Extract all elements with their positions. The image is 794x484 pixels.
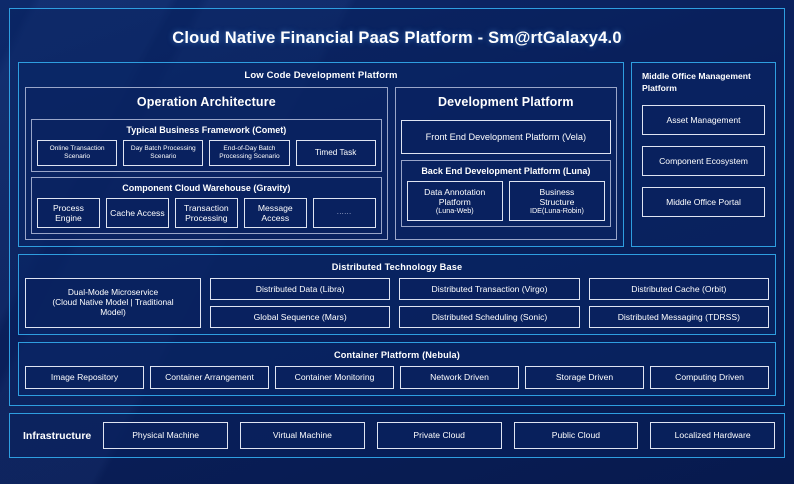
middle-office-items: Asset Management Component Ecosystem Mid…: [642, 105, 765, 236]
infrastructure-panel: Infrastructure Physical Machine Virtual …: [9, 413, 785, 458]
chip-line-2: Structure: [539, 196, 575, 207]
chip-line-3: (Luna-Web): [435, 205, 474, 215]
chip-online-transaction-scenario[interactable]: Online Transaction Scenario: [37, 140, 118, 166]
business-framework-header: Typical Business Framework (Comet): [126, 125, 287, 135]
chip-business-structure-ide[interactable]: Business Structure IDE(Luna-Robin): [508, 181, 606, 221]
chip-global-sequence[interactable]: Global Sequence (Mars): [210, 306, 391, 328]
chip-message-access[interactable]: Message Access: [243, 198, 307, 228]
platform-frame: Cloud Native Financial PaaS Platform - S…: [9, 8, 785, 406]
infrastructure-items: Physical Machine Virtual Machine Private…: [103, 422, 776, 449]
operation-architecture-header: Operation Architecture: [136, 95, 276, 109]
back-end-header: Back End Development Platform (Luna): [421, 166, 591, 176]
chip-middle-office-portal[interactable]: Middle Office Portal: [642, 187, 765, 218]
chip-computing-driven[interactable]: Computing Driven: [650, 366, 769, 389]
infrastructure-label: Infrastructure: [23, 429, 92, 442]
chip-public-cloud[interactable]: Public Cloud: [513, 422, 639, 449]
development-platform-panel: Development Platform Front End Developme…: [394, 87, 617, 240]
chip-cache-access[interactable]: Cache Access: [105, 198, 169, 228]
container-platform-items: Image Repository Container Arrangement C…: [25, 366, 769, 389]
chip-virtual-machine[interactable]: Virtual Machine: [240, 422, 365, 449]
development-platform-header: Development Platform: [438, 95, 574, 109]
chip-asset-management[interactable]: Asset Management: [642, 105, 765, 136]
chip-dual-mode-microservice[interactable]: Dual-Mode Microservice (Cloud Native Mod…: [25, 278, 201, 328]
chip-line-3: IDE(Luna-Robin): [529, 205, 584, 215]
dtb-column-2: Distributed Transaction (Virgo) Distribu…: [399, 278, 580, 328]
operation-architecture-panel: Operation Architecture Typical Business …: [25, 87, 388, 240]
middle-office-management-platform-panel: Middle Office Management Platform Asset …: [631, 62, 776, 247]
chip-localized-hardware[interactable]: Localized Hardware: [650, 422, 776, 449]
chip-distributed-data[interactable]: Distributed Data (Libra): [210, 278, 391, 300]
component-warehouse-header: Component Cloud Warehouse (Gravity): [122, 183, 291, 193]
chip-timed-task[interactable]: Timed Task: [295, 140, 376, 166]
component-warehouse-items: Process Engine Cache Access Transaction …: [37, 198, 376, 228]
low-code-header: Low Code Development Platform: [244, 70, 398, 81]
low-code-columns: Operation Architecture Typical Business …: [25, 87, 617, 240]
chip-container-arrangement[interactable]: Container Arrangement: [150, 366, 269, 389]
chip-distributed-scheduling[interactable]: Distributed Scheduling (Sonic): [399, 306, 580, 328]
chip-line-2: (Cloud Native Model | Traditional: [52, 297, 174, 308]
chip-storage-driven[interactable]: Storage Driven: [525, 366, 644, 389]
chip-distributed-cache[interactable]: Distributed Cache (Orbit): [588, 278, 769, 300]
chip-container-monitoring[interactable]: Container Monitoring: [275, 366, 394, 389]
chip-distributed-messaging[interactable]: Distributed Messaging (TDRSS): [588, 306, 769, 328]
distributed-technology-base-panel: Distributed Technology Base Dual-Mode Mi…: [18, 254, 776, 335]
chip-more-ellipsis[interactable]: ......: [312, 198, 376, 228]
chip-process-engine[interactable]: Process Engine: [37, 198, 100, 228]
chip-line-1: Business: [539, 186, 575, 197]
chip-line-1: Dual-Mode Microservice: [67, 287, 159, 298]
chip-private-cloud[interactable]: Private Cloud: [376, 422, 502, 449]
typical-business-framework-panel: Typical Business Framework (Comet) Onlin…: [31, 119, 382, 172]
distributed-technology-base-columns: Distributed Data (Libra) Global Sequence…: [210, 278, 769, 328]
dtb-column-1: Distributed Data (Libra) Global Sequence…: [210, 278, 391, 328]
back-end-development-platform-panel: Back End Development Platform (Luna) Dat…: [400, 160, 611, 227]
low-code-development-platform-panel: Low Code Development Platform Operation …: [18, 62, 624, 247]
middle-office-title: Middle Office Management Platform: [642, 71, 751, 93]
chip-distributed-transaction[interactable]: Distributed Transaction (Virgo): [399, 278, 580, 300]
container-platform-header: Container Platform (Nebula): [333, 350, 461, 360]
page-title: Cloud Native Financial PaaS Platform - S…: [172, 29, 622, 47]
chip-physical-machine[interactable]: Physical Machine: [103, 422, 229, 449]
chip-end-of-day-batch-processing-scenario[interactable]: End-of-Day Batch Processing Scenario: [209, 140, 290, 166]
chip-network-driven[interactable]: Network Driven: [400, 366, 519, 389]
chip-component-ecosystem[interactable]: Component Ecosystem: [642, 146, 765, 177]
back-end-items: Data Annotation Platform (Luna-Web) Busi…: [406, 181, 606, 221]
business-framework-items: Online Transaction Scenario Day Batch Pr…: [37, 140, 376, 166]
chip-line-2: Platform: [438, 196, 471, 207]
component-cloud-warehouse-panel: Component Cloud Warehouse (Gravity) Proc…: [31, 177, 382, 234]
chip-image-repository[interactable]: Image Repository: [25, 366, 144, 389]
chip-transaction-processing[interactable]: Transaction Processing: [174, 198, 238, 228]
upper-region: Low Code Development Platform Operation …: [18, 62, 776, 247]
container-platform-panel: Container Platform (Nebula) Image Reposi…: [18, 342, 776, 396]
distributed-technology-base-body: Dual-Mode Microservice (Cloud Native Mod…: [25, 278, 769, 328]
chip-line-1: Data Annotation: [424, 186, 486, 197]
chip-front-end-development-platform[interactable]: Front End Development Platform (Vela): [400, 120, 611, 154]
dtb-column-3: Distributed Cache (Orbit) Distributed Me…: [588, 278, 769, 328]
chip-line-3: Model): [100, 306, 126, 317]
chip-day-batch-processing-scenario[interactable]: Day Batch Processing Scenario: [123, 140, 204, 166]
chip-data-annotation-platform[interactable]: Data Annotation Platform (Luna-Web): [406, 181, 503, 221]
distributed-technology-base-header: Distributed Technology Base: [331, 262, 463, 272]
